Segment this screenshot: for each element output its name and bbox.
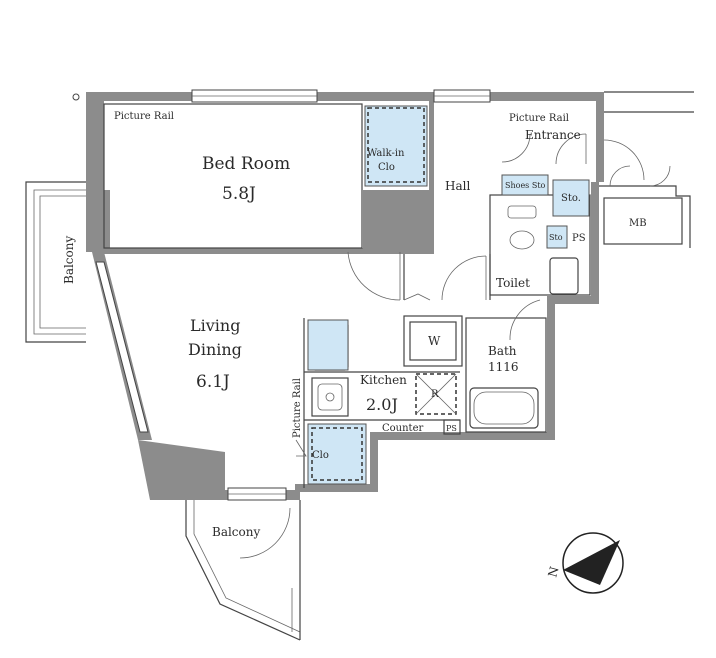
compass: N xyxy=(545,532,624,594)
washer-label: W xyxy=(428,334,441,348)
corner-marker xyxy=(72,93,80,101)
compass-north-label: N xyxy=(545,565,561,579)
clo-area xyxy=(307,423,367,485)
sto-small-area xyxy=(546,225,568,249)
sto-area xyxy=(552,179,590,217)
toilet-label: Toilet xyxy=(496,276,530,290)
balconies xyxy=(25,181,301,641)
living-picture-rail-label: Picture Rail xyxy=(292,378,303,438)
living-name-line1: Living xyxy=(190,316,240,335)
bedroom-size: 5.8J xyxy=(222,184,256,204)
compass-needle-icon xyxy=(563,540,620,585)
living-name-line2: Dining xyxy=(188,340,242,359)
kitchen-name: Kitchen xyxy=(360,373,407,387)
sto-small-label: Sto xyxy=(549,233,563,242)
entrance-picture-rail-label: Picture Rail xyxy=(509,113,569,124)
living-size: 6.1J xyxy=(196,372,230,392)
windows xyxy=(95,89,491,501)
walkin-label-line2: Clo xyxy=(378,162,395,173)
kitchen-upper-storage xyxy=(307,319,349,371)
south-balcony-label: Balcony xyxy=(212,525,260,539)
counter-label: Counter xyxy=(382,423,423,434)
hall-label: Hall xyxy=(445,179,470,193)
sto-label: Sto. xyxy=(561,193,581,204)
bedroom-picture-rail-label: Picture Rail xyxy=(114,111,174,122)
shoes-storage-label: Shoes Sto xyxy=(505,181,546,190)
west-balcony-label: Balcony xyxy=(62,236,76,284)
bath-name: Bath xyxy=(488,344,517,358)
bedroom-name: Bed Room xyxy=(202,154,290,174)
fridge-label: R xyxy=(431,389,439,400)
bath-size: 1116 xyxy=(488,360,519,374)
kitchen-size: 2.0J xyxy=(366,395,398,414)
ps-label: PS xyxy=(572,233,586,244)
walkin-closet-area xyxy=(364,105,428,187)
walkin-label-line1: Walk-in xyxy=(367,148,405,159)
entrance-label: Entrance xyxy=(525,128,581,142)
clo-label: Clo xyxy=(312,450,329,461)
shoes-storage-area xyxy=(501,174,549,196)
kitchen-ps-label: PS xyxy=(446,424,457,433)
mb-label: MB xyxy=(629,218,647,229)
storage-areas xyxy=(307,105,590,485)
doors xyxy=(239,133,671,559)
